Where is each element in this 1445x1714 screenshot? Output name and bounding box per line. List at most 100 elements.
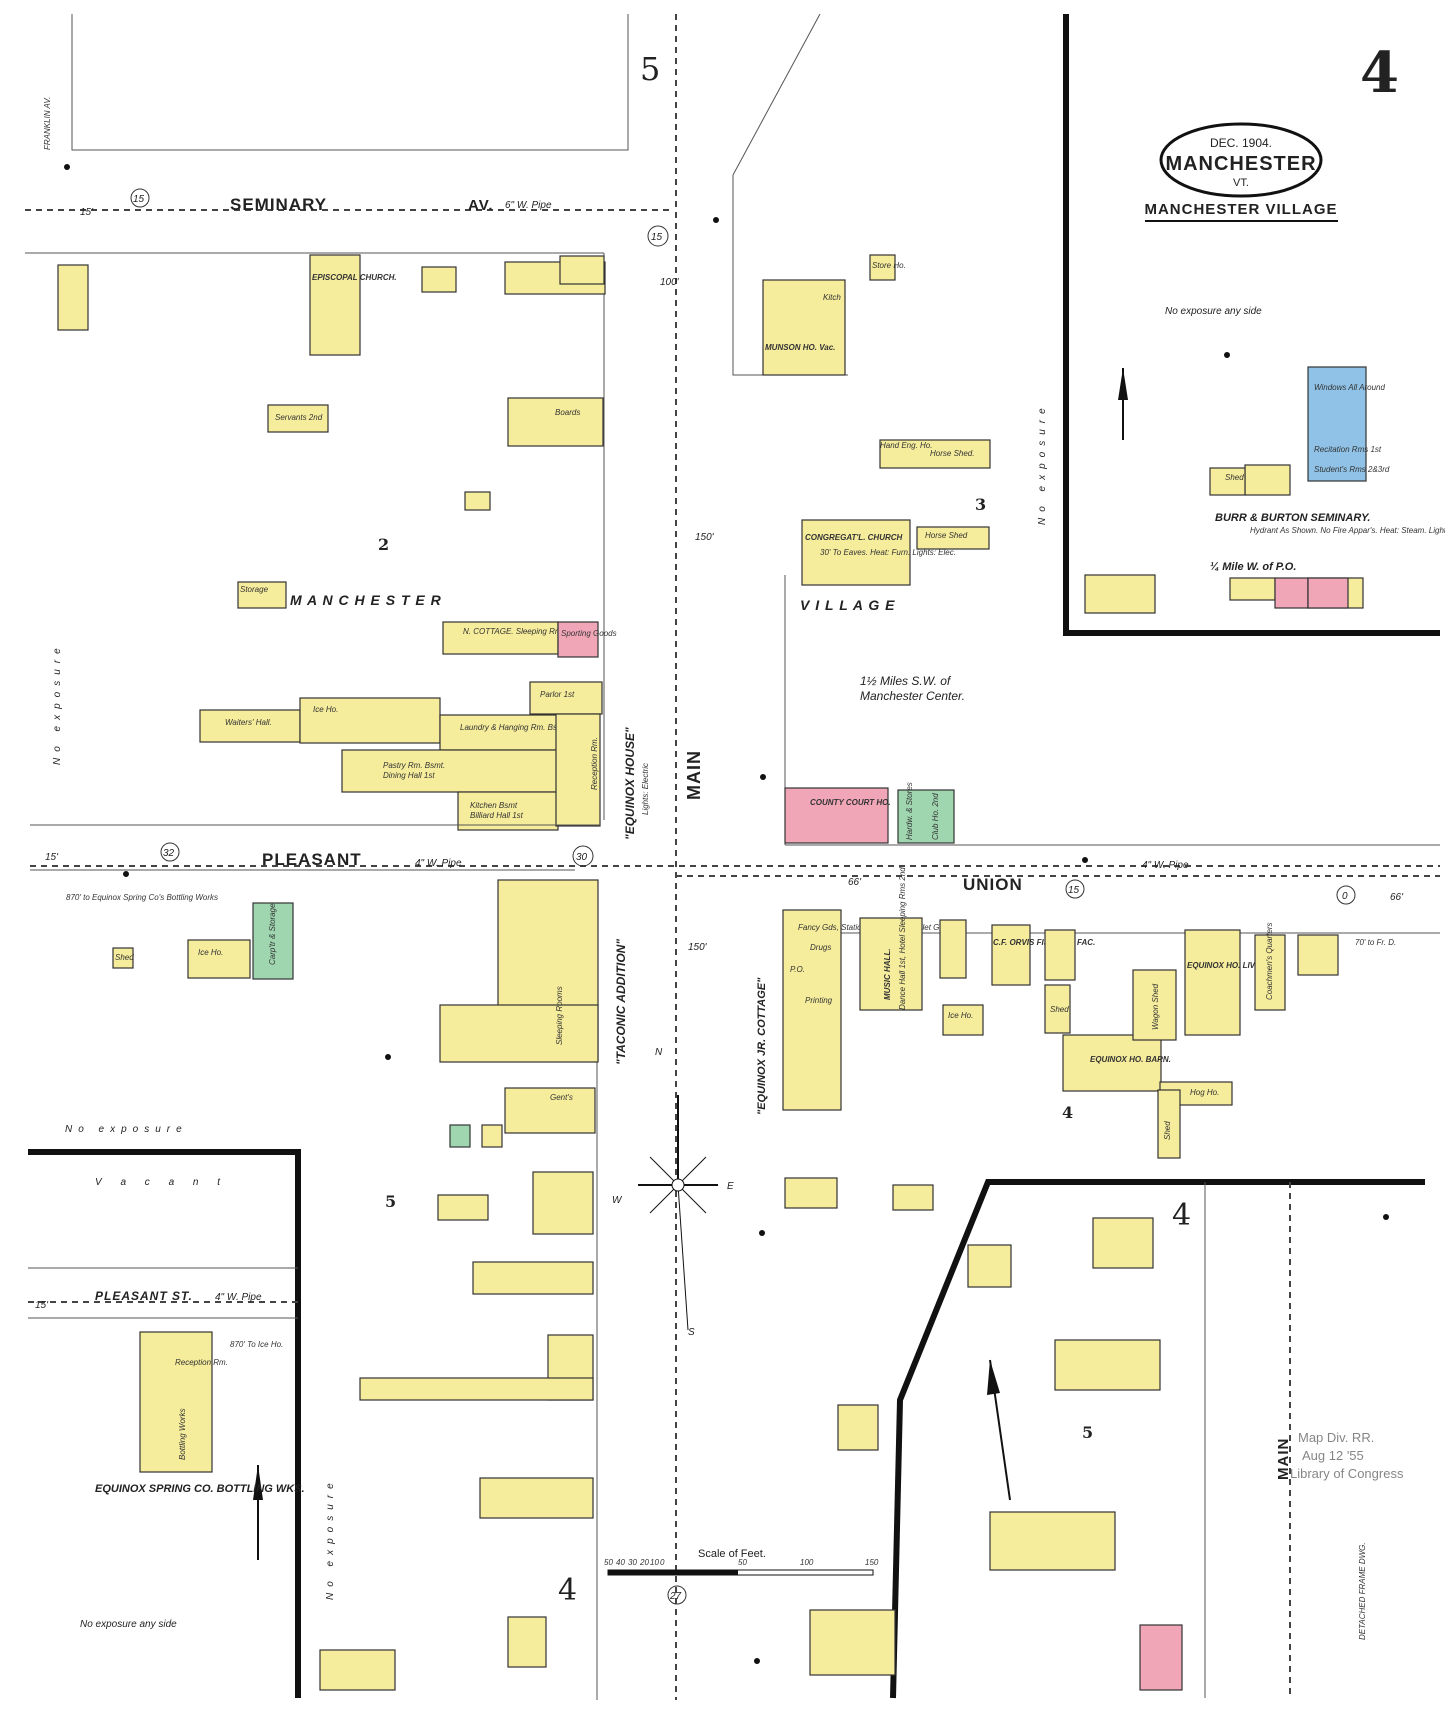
taconic-addition-wing <box>439 1004 599 1063</box>
small-building <box>464 491 491 511</box>
width-15a: 15' <box>80 207 94 218</box>
compass-w: W <box>612 1195 623 1206</box>
horse-shed <box>879 439 991 469</box>
main-street-label: MAIN <box>684 750 704 800</box>
reception-label: Reception Rm. <box>590 737 599 790</box>
congregational-label: CONGREGAT'L. CHURCH <box>805 533 903 542</box>
no-exposure-label: No exposure <box>65 1124 188 1135</box>
shed-building <box>421 266 457 293</box>
music-hall-label: MUSIC HALL. <box>883 948 892 1000</box>
residence-se2 <box>1054 1339 1161 1391</box>
boards-building <box>507 397 604 447</box>
music-hall <box>859 917 923 1011</box>
residence-w8 <box>319 1649 396 1691</box>
pastry-label: Pastry Rm. Bsmt. <box>383 761 445 770</box>
horse-shed-2 <box>916 526 990 550</box>
wagon-shed <box>1132 969 1177 1041</box>
sheet-number: 4 <box>1360 40 1399 106</box>
width-66b: 66' <box>1390 892 1404 903</box>
sporting-goods <box>557 621 599 658</box>
po-label: P.O. <box>790 965 805 974</box>
seminary-av-suffix: AV. <box>468 197 494 214</box>
width-150b: 150' <box>688 942 708 953</box>
adjacent-sheet-southeast: 4 <box>1172 1198 1191 1233</box>
shed3-label: Shed <box>1163 1121 1172 1140</box>
block-4: 4 <box>1062 1103 1073 1122</box>
shed-label: Shed <box>115 953 134 962</box>
residence-e3 <box>809 1609 896 1676</box>
burr-rooms-building <box>1244 464 1291 496</box>
burr-shed-label: Shed <box>1225 473 1244 482</box>
quarter-mile-label: ¼ Mile W. of P.O. <box>1210 561 1296 573</box>
storage-building <box>237 581 287 609</box>
hydrant-32: 32 <box>163 848 175 859</box>
main-lower-label: MAIN <box>1275 1438 1292 1480</box>
building-seminary-d2 <box>559 255 605 285</box>
sleeping-rooms-label: Sleeping Rooms <box>555 986 564 1045</box>
seminary-pipe-label: 6" W. Pipe <box>505 200 552 211</box>
adjacent-sheet-north: 5 <box>640 50 660 88</box>
stable-building <box>1044 929 1076 981</box>
coachmen-label: Coachmen's Quarters <box>1265 922 1274 1000</box>
union-label: UNION <box>963 875 1023 894</box>
residence-w5 <box>359 1377 594 1401</box>
ice-ho-label: Ice Ho. <box>313 705 338 714</box>
stamp-line-2: Aug 12 '55 <box>1302 1448 1364 1463</box>
pleasant-st-pipe-label: 4" W. Pipe <box>215 1292 262 1303</box>
burr-note: Hydrant As Shown. No Fire Appar's. Heat:… <box>1250 526 1445 535</box>
width-150a: 150' <box>695 532 715 543</box>
ice-ho3-label: Ice Ho. <box>948 1011 973 1020</box>
servants-building <box>267 404 329 433</box>
block-5a: 5 <box>385 1192 396 1211</box>
burr-cottage-pink <box>1274 577 1309 609</box>
stamp-line-1: Map Div. RR. <box>1298 1430 1374 1445</box>
residence-se1 <box>1092 1217 1154 1269</box>
shed-small <box>112 947 134 969</box>
scale-tick-7: 100 <box>800 1558 814 1567</box>
livery-label: EQUINOX HO. LIVERY. <box>1187 961 1273 970</box>
carp-label: Carp'tr & Storage <box>268 903 277 965</box>
ice-house-2 <box>187 939 251 979</box>
kitch-label: Kitch <box>823 293 841 302</box>
residence-w6 <box>479 1477 594 1519</box>
county-court-house <box>784 787 889 844</box>
ice-ho-note: 870' To Ice Ho. <box>230 1340 283 1349</box>
district-name: MANCHESTER VILLAGE <box>1144 201 1337 218</box>
width-100: 100' <box>660 277 680 288</box>
width-15c: 15' <box>45 852 59 863</box>
n-cottage-label: N. COTTAGE. Sleeping Rms <box>463 627 566 636</box>
gents-label: Gent's <box>550 1093 573 1102</box>
residence-e1 <box>784 1177 838 1209</box>
bottling-label: EQUINOX SPRING CO. BOTTLING WKS. <box>95 1483 305 1495</box>
county-court-label: COUNTY COURT HO. <box>810 798 891 807</box>
printing-label: Printing <box>805 996 833 1005</box>
munson-house <box>762 279 846 376</box>
stamp-line-3: Library of Congress <box>1290 1466 1404 1481</box>
shed-union <box>1044 984 1071 1034</box>
sporting-label: Sporting Goods <box>561 629 617 638</box>
orvis-label: C.F. ORVIS FISH ROD FAC. <box>993 938 1095 947</box>
dining-hall <box>341 749 558 793</box>
no-exposure-left: No exposure <box>52 642 63 765</box>
building-west-1 <box>57 264 89 331</box>
village-label: V I L L A G E <box>800 597 895 613</box>
scale-tick-5: 0 <box>660 1558 665 1567</box>
bottling-works-label: Bottling Works <box>178 1408 187 1460</box>
hog-ho-label: Hog Ho. <box>1190 1088 1219 1097</box>
scale-tick-1: 40 <box>616 1558 625 1567</box>
residence-se3 <box>989 1511 1116 1571</box>
ice-house <box>299 697 441 744</box>
compass-e: E <box>727 1181 734 1192</box>
storage-label: Storage <box>240 585 269 594</box>
burr-e-building <box>1084 574 1156 614</box>
block-3: 3 <box>975 495 986 514</box>
equinox-jr-label: "EQUINOX JR. COTTAGE" <box>756 977 768 1115</box>
congregational-note: 30' To Eaves. Heat: Furn. Lights: Elec. <box>820 548 956 557</box>
horse-shed-2-label: Horse Shed <box>925 531 968 540</box>
hydrant-30: 30 <box>576 852 588 863</box>
residence-e2 <box>837 1404 879 1451</box>
gents-building <box>504 1087 596 1134</box>
parlor-label: Parlor 1st <box>540 690 575 699</box>
barn-label: EQUINOX HO. BARN. <box>1090 1055 1171 1064</box>
